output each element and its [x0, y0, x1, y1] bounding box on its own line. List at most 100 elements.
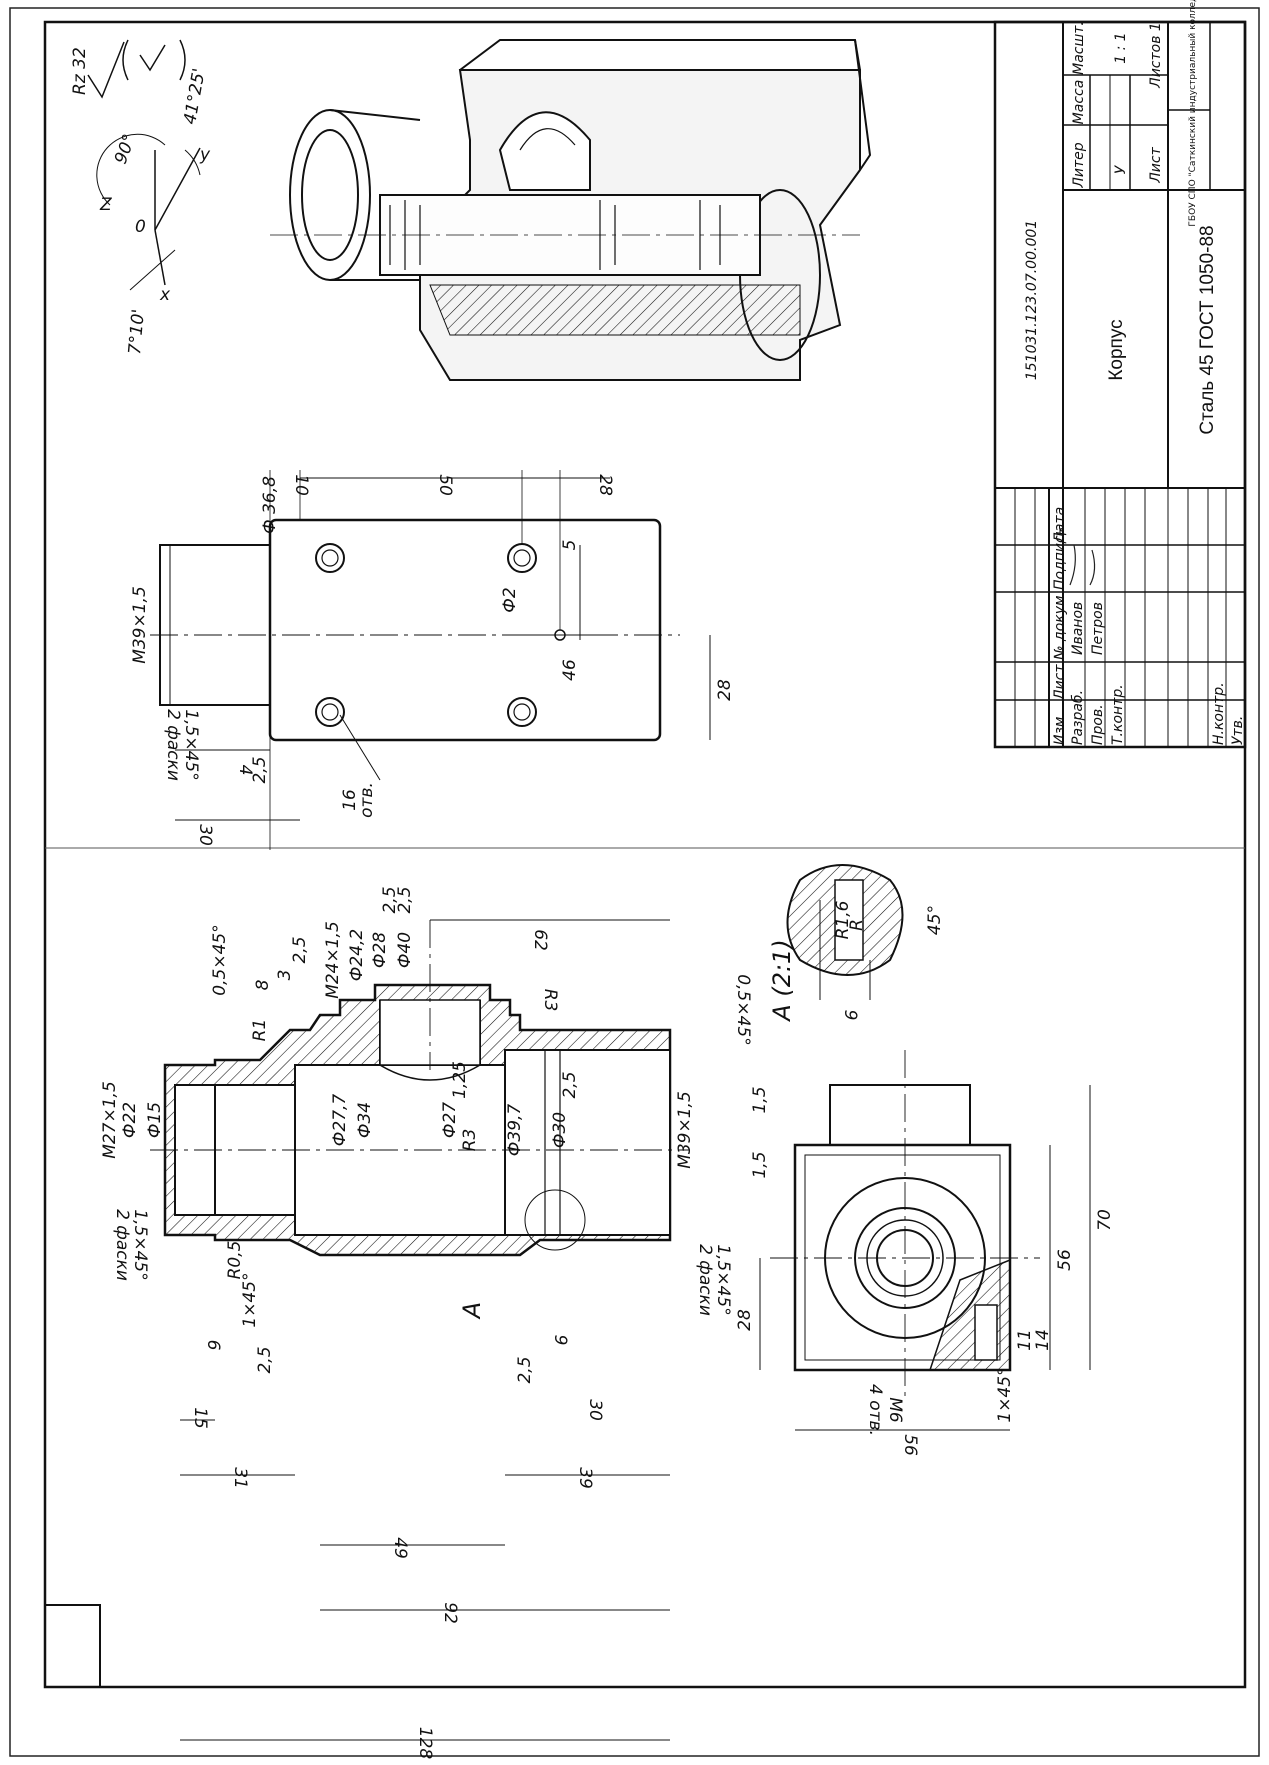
top-dim-30: 30 — [195, 824, 215, 846]
name-checker: Петров — [1090, 602, 1106, 655]
sec-dim-3: 3 — [275, 970, 295, 981]
end-dim-28: 28 — [735, 1309, 755, 1331]
roughness-symbol — [87, 41, 125, 99]
axonometry-diagram: Z y x 0 90° 41°25' 7°10' Rz 32 — [70, 39, 211, 355]
corner-box — [44, 1604, 101, 1688]
angle-right-label: 41°25' — [180, 67, 209, 126]
role-tcontrol: Т.контр. — [1110, 684, 1126, 745]
sheets-label: Листов 1 — [1148, 22, 1164, 89]
top-dim-50: 50 — [435, 474, 455, 496]
designation-text: 151031.123.07.00.001 — [1024, 220, 1040, 380]
sec-dim-d24-2: Ф24,2 — [347, 929, 367, 982]
sec-dim-d39-7: Ф39,7 — [505, 1104, 525, 1157]
part-name-text: Корпус — [1106, 319, 1127, 380]
detail-dim-r: R — [847, 919, 867, 931]
top-dim-4: 4 — [235, 765, 255, 776]
end-view: 1,5 1,5 28 56 70 11 14 1×45° M6 4 отв. 5… — [735, 1050, 1115, 1456]
end-dim-m6: M6 — [885, 1397, 905, 1423]
sec-dim-30: 30 — [585, 1399, 605, 1421]
detail-dim-9: 9 — [840, 1010, 860, 1021]
sec-dim-d27-7: Ф27,7 — [330, 1094, 350, 1147]
sec-dim-6-left: 6 — [203, 1340, 223, 1351]
detail-a-title: A (2:1) — [768, 939, 796, 1022]
sec-dim-2-5-top: 2,5 — [290, 936, 310, 963]
sheet-label: Лист — [1148, 146, 1164, 183]
col-scale-label: Масшт. — [1071, 21, 1087, 75]
sec-dim-1x45: 1×45° — [240, 1272, 260, 1327]
row-header-sign: Подпись — [1052, 527, 1068, 590]
roughness-general-symbol — [122, 39, 186, 81]
sec-dim-d22: Ф22 — [120, 1102, 140, 1138]
sec-dim-15: 15 — [190, 1407, 210, 1429]
sec-dim-r3-inner: R3 — [460, 1129, 480, 1152]
sec-dim-31: 31 — [230, 1467, 250, 1489]
sec-dim-d34: Ф34 — [355, 1102, 375, 1138]
end-dim-11: 11 — [1015, 1329, 1035, 1351]
end-dim-4-holes: 4 отв. — [865, 1384, 885, 1436]
title-block: 151031.123.07.00.001 Корпус Сталь 45 ГОС… — [993, 0, 1247, 749]
detail-view-a: A (2:1) R1,6 R 45° 0,5×45° 9 — [733, 864, 945, 1046]
sec-dim-2-5-bore: 2,5 — [380, 886, 400, 913]
end-dim-56: 56 — [1055, 1249, 1075, 1271]
sec-dim-d15: Ф15 — [145, 1102, 165, 1138]
sec-dim-39: 39 — [575, 1467, 595, 1489]
sec-dim-2-5-bottom: 2,5 — [255, 1346, 275, 1373]
material-text: Сталь 45 ГОСТ 1050-88 — [1197, 225, 1218, 434]
top-dim-2-5: 2,5 — [250, 756, 270, 783]
end-dim-14: 14 — [1033, 1329, 1053, 1351]
top-dim-10: 10 — [291, 474, 311, 496]
row-header-izm: Изм — [1052, 716, 1068, 745]
end-dim-1-5-top: 1,5 — [750, 1086, 770, 1113]
angle-left-label: 7°10' — [125, 308, 149, 355]
top-dim-28-top: 28 — [595, 474, 615, 496]
top-dim-5: 5 — [560, 540, 580, 551]
row-header-date: Дата — [1052, 507, 1068, 544]
sec-dim-r1: R1 — [250, 1019, 270, 1042]
sec-dim-2-5-right: 2,5 — [515, 1356, 535, 1383]
sec-dim-m39: M39×1,5 — [675, 1091, 695, 1169]
sec-dim-1-25: 1,25 — [450, 1061, 470, 1099]
top-dim-d2: Ф2 — [500, 587, 520, 612]
top-dim-16: 16 — [340, 789, 360, 811]
sec-dim-d40: Ф40 — [395, 932, 415, 968]
sec-dim-49: 49 — [390, 1537, 410, 1559]
sec-dim-92: 92 — [440, 1602, 460, 1624]
role-developer: Разраб. — [1070, 690, 1086, 745]
sec-cut-label-a: A — [458, 1302, 486, 1320]
role-ncontrol: Н.контр. — [1211, 682, 1227, 745]
top-dim-chamfers: 2 фаски — [163, 709, 183, 781]
top-dim-chamfer-size: 1,5×45° — [181, 709, 201, 780]
sec-dim-chamfers-left: 2 фаски — [112, 1209, 132, 1281]
axis-x-label: x — [159, 285, 171, 305]
sec-dim-d27: Ф27 — [440, 1102, 460, 1138]
scale-value: 1 : 1 — [1113, 32, 1129, 63]
angle-top-label: 90° — [111, 132, 140, 167]
top-dim-d36-8: Ф 36,8 — [260, 476, 280, 534]
top-dim-28-right: 28 — [715, 679, 735, 701]
row-header-doc: № докум. — [1052, 591, 1068, 661]
role-approve: Утв. — [1230, 716, 1246, 745]
sec-dim-128: 128 — [415, 1727, 435, 1760]
sec-dim-m24: M24×1,5 — [323, 921, 343, 999]
sec-dim-2-5-mid: 2,5 — [560, 1071, 580, 1098]
col-mass-label: Масса — [1071, 80, 1087, 125]
sec-dim-chamfer-right-size: 1,5×45° — [713, 1244, 733, 1315]
signature-marks — [1069, 544, 1096, 586]
name-developer: Иванов — [1070, 602, 1086, 655]
col-liter-label: Литер — [1071, 142, 1087, 188]
liter-value: У — [1113, 164, 1129, 174]
sec-dim-chamfer-left-size: 1,5×45° — [130, 1209, 150, 1280]
roughness-mark: Rz 32 — [70, 47, 90, 95]
isometric-view — [270, 39, 872, 381]
sec-dim-2-5-boss: 2,5 — [395, 886, 415, 913]
sec-dim-r0-5: R0,5 — [225, 1241, 245, 1280]
sec-dim-62: 62 — [530, 929, 550, 951]
sec-dim-chamfer-top: 0,5×45° — [210, 924, 230, 995]
row-header-list: Лист — [1052, 664, 1068, 701]
end-dim-1x45: 1×45° — [995, 1367, 1015, 1422]
detail-dim-45: 45° — [925, 905, 945, 935]
sec-dim-chamfers-right: 2 фаски — [695, 1244, 715, 1316]
detail-dim-r1-6: R1,6 — [833, 900, 853, 939]
axis-z-label: Z — [99, 195, 112, 215]
